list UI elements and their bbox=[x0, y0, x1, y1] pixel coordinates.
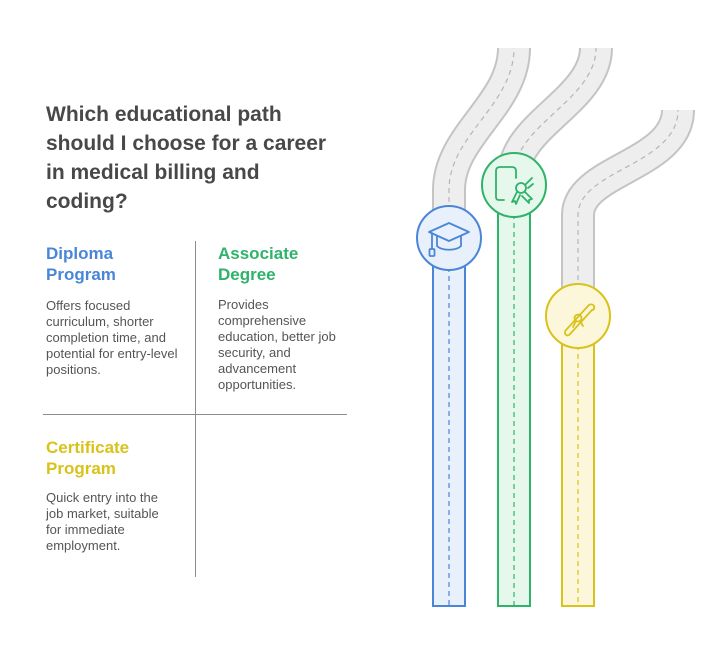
page-title: Which educational path should I choose f… bbox=[46, 103, 327, 213]
vertical-divider bbox=[195, 241, 196, 415]
option-diploma-title: Diploma Program bbox=[46, 244, 116, 284]
road-diploma-colored bbox=[432, 237, 466, 607]
road-certificate-gray bbox=[561, 108, 695, 316]
option-certificate-title: Certificate Program bbox=[46, 438, 130, 478]
rolled-diploma-icon bbox=[545, 283, 611, 349]
road-certificate-colored bbox=[561, 315, 595, 607]
graduation-cap-icon bbox=[416, 205, 482, 271]
road-associate-colored bbox=[497, 184, 531, 607]
vertical-divider bbox=[195, 415, 196, 577]
diploma-certificate-icon bbox=[481, 152, 547, 218]
option-certificate-description: Quick entry into the job market, suitabl… bbox=[46, 490, 159, 553]
option-diploma-description: Offers focused curriculum, shorter compl… bbox=[46, 298, 178, 377]
option-associate-title: Associate Degree bbox=[218, 244, 299, 284]
option-associate-description: Provides comprehensive education, better… bbox=[218, 297, 336, 392]
road-diploma-gray bbox=[432, 46, 531, 238]
horizontal-divider bbox=[43, 414, 347, 415]
